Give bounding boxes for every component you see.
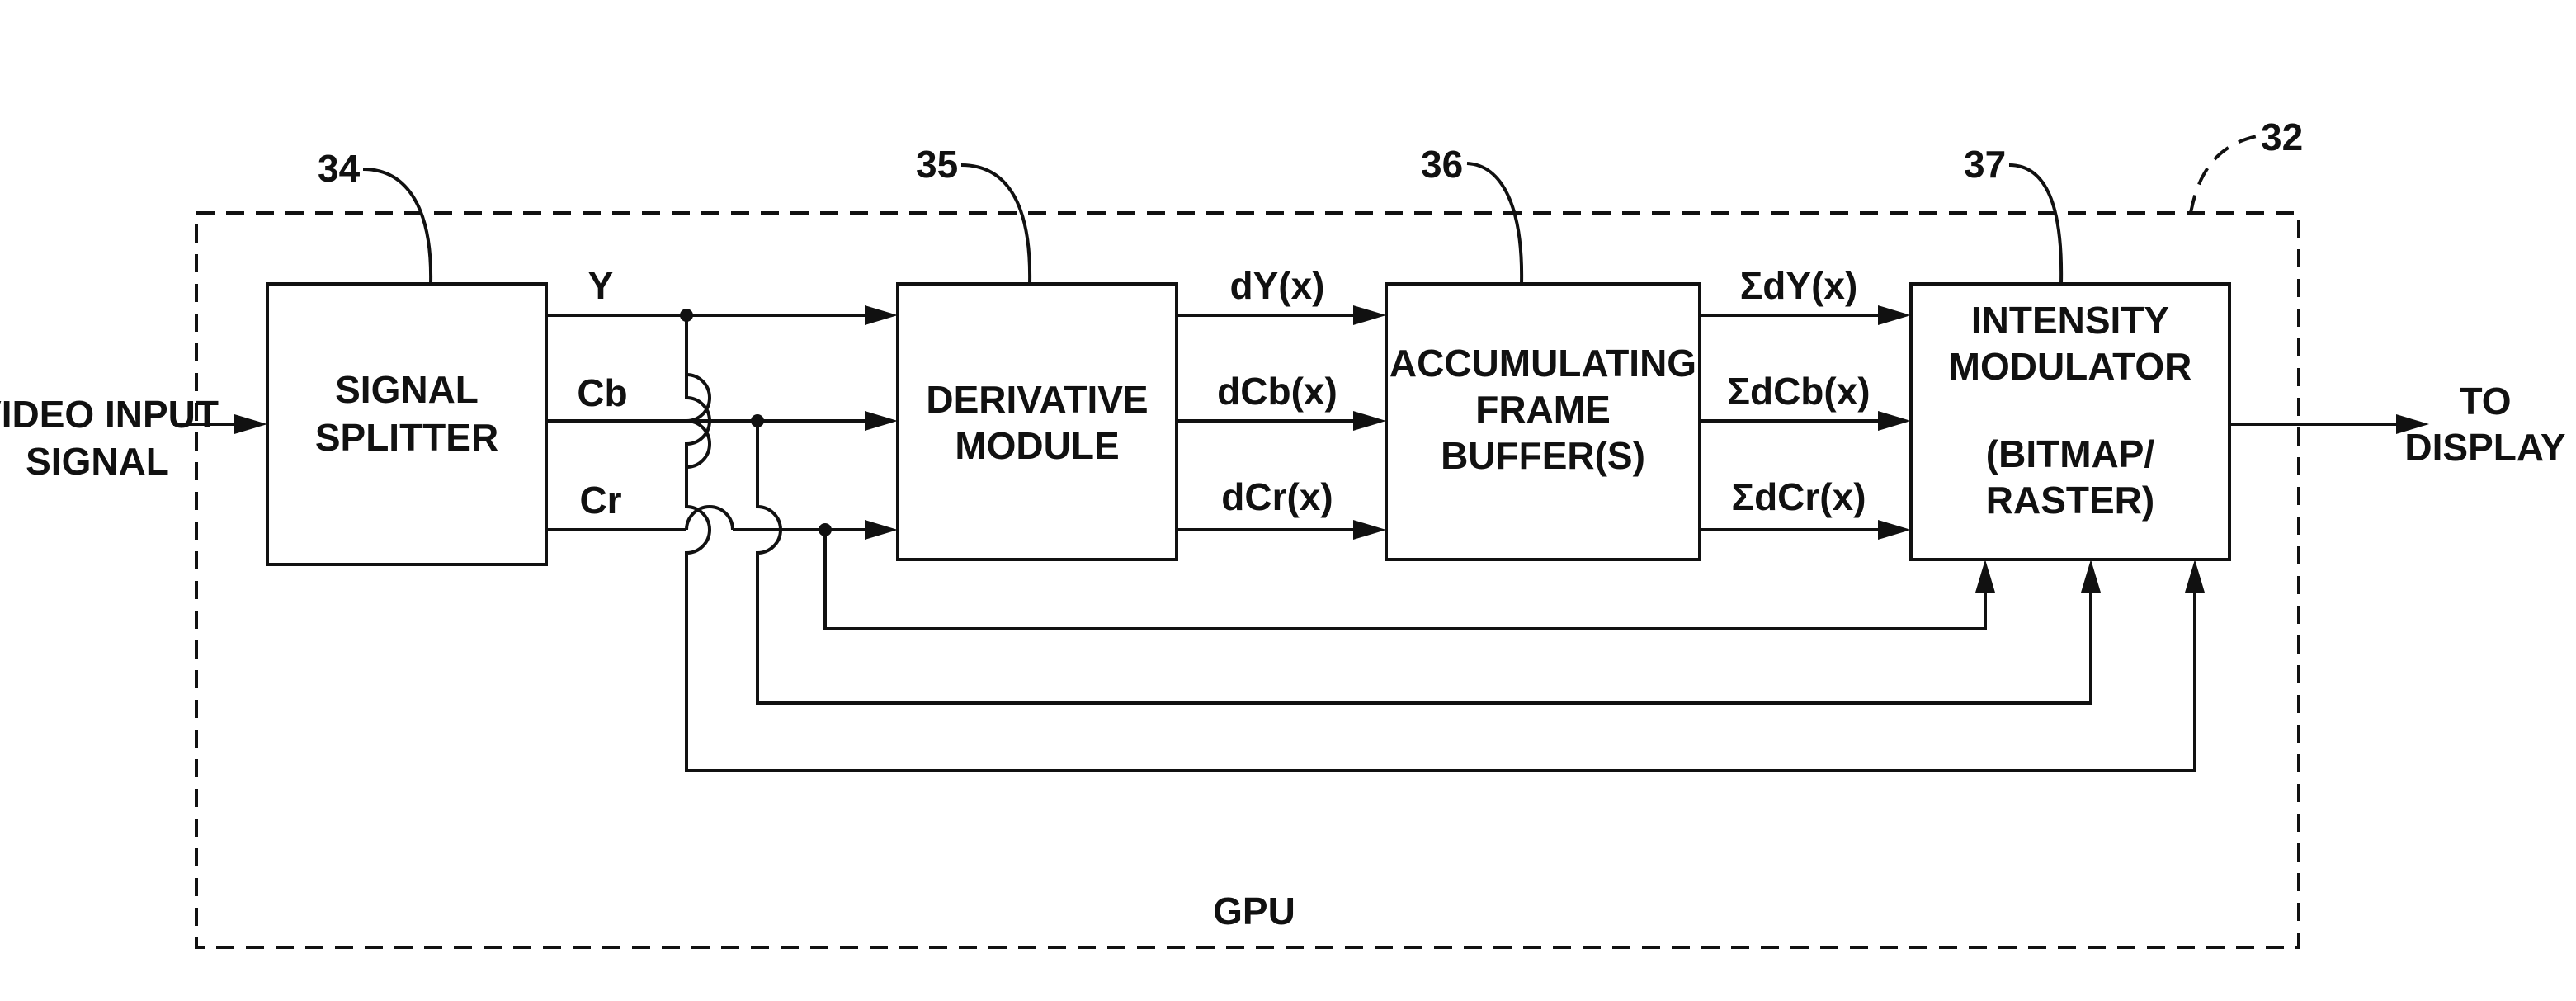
label-dcb: dCb(x) xyxy=(1217,370,1338,413)
output-label-1: TO xyxy=(2459,380,2511,423)
modulator-text-2: MODULATOR xyxy=(1949,345,2192,388)
ref-34: 34 xyxy=(318,147,361,190)
output-label-2: DISPLAY xyxy=(2404,426,2565,469)
ref-32: 32 xyxy=(2261,116,2303,158)
cr-feed-arrowhead xyxy=(1975,560,1995,593)
sdy-arrowhead xyxy=(1878,305,1911,325)
label-cr: Cr xyxy=(579,479,621,522)
label-dcr: dCr(x) xyxy=(1221,475,1333,518)
ref-37: 37 xyxy=(1964,143,2006,186)
modulator-text-4: RASTER) xyxy=(1986,479,2154,522)
label-cb: Cb xyxy=(577,371,627,414)
ref-34-leader xyxy=(363,169,431,284)
cr-arrowhead xyxy=(865,520,898,540)
ref-35: 35 xyxy=(916,143,958,186)
splitter-text-2: SPLITTER xyxy=(315,416,498,459)
sdcr-arrowhead xyxy=(1878,520,1911,540)
dcb-arrowhead xyxy=(1353,411,1386,431)
label-dy: dY(x) xyxy=(1230,264,1325,307)
derivative-text-1: DERIVATIVE xyxy=(926,378,1148,421)
label-sdcb: ΣdCb(x) xyxy=(1727,370,1870,413)
gpu-label: GPU xyxy=(1213,890,1295,933)
splitter-text-1: SIGNAL xyxy=(335,368,479,411)
dcr-arrowhead xyxy=(1353,520,1386,540)
derivative-module-block xyxy=(898,284,1177,560)
derivative-text-2: MODULE xyxy=(955,424,1119,467)
modulator-text-3: (BITMAP/ xyxy=(1986,432,2155,475)
ref-36-leader xyxy=(1467,163,1522,284)
cb-arrowhead xyxy=(865,411,898,431)
label-sdy: ΣdY(x) xyxy=(1740,264,1858,307)
input-arrowhead xyxy=(234,414,267,434)
label-sdcr: ΣdCr(x) xyxy=(1731,475,1866,518)
ref-37-leader xyxy=(2009,165,2061,284)
buffer-text-1: ACCUMULATING xyxy=(1389,342,1696,385)
input-label-2: SIGNAL xyxy=(26,440,169,483)
dy-arrowhead xyxy=(1353,305,1386,325)
cb-junction-dot xyxy=(751,414,764,427)
ref-35-leader xyxy=(961,165,1030,284)
ref-32-leader xyxy=(2191,136,2257,213)
ref-36: 36 xyxy=(1421,143,1463,186)
buffer-text-3: BUFFER(S) xyxy=(1441,434,1645,477)
buffer-text-2: FRAME xyxy=(1475,388,1611,431)
sdcb-arrowhead xyxy=(1878,411,1911,431)
y-feed-arrowhead xyxy=(2185,560,2205,593)
y-junction-dot xyxy=(680,309,693,322)
cb-feed-arrowhead xyxy=(2081,560,2101,593)
modulator-text-1: INTENSITY xyxy=(1971,299,2169,342)
cr-junction-dot xyxy=(819,523,832,536)
y-arrowhead xyxy=(865,305,898,325)
input-label-1: VIDEO INPUT xyxy=(0,393,219,436)
label-y: Y xyxy=(588,264,614,307)
